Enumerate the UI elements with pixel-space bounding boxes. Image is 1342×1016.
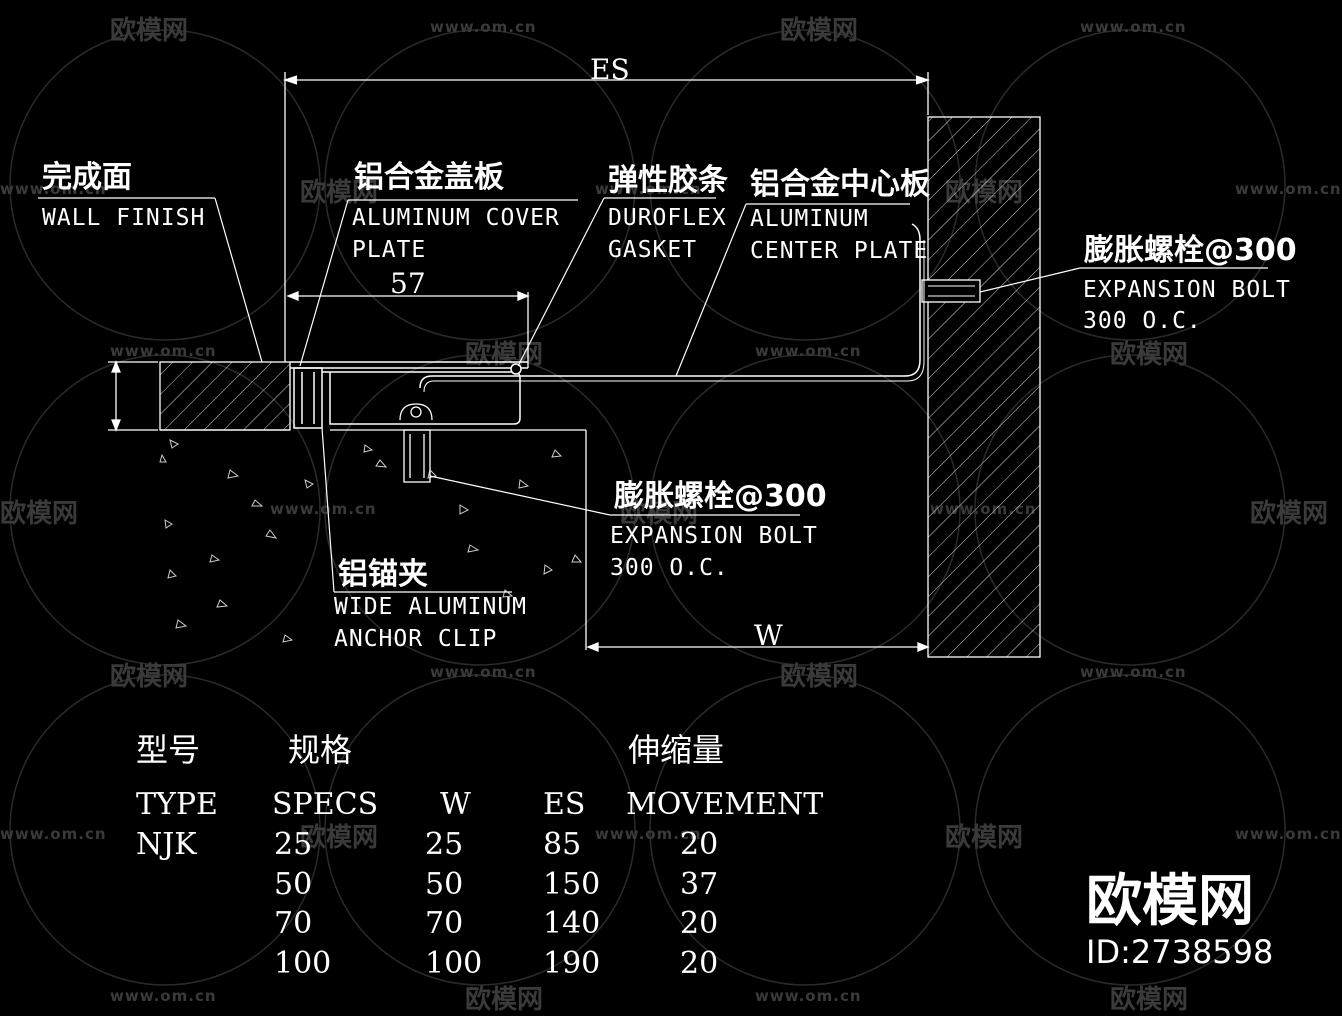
anchor-bolt-label-en-2: 300 O.C. bbox=[610, 555, 729, 581]
header-type: TYPE bbox=[136, 787, 218, 822]
watermark-circles bbox=[9, 29, 1286, 986]
center-plate-label-en-2: CENTER PLATE bbox=[750, 238, 929, 264]
watermark-logo: 欧模网 bbox=[945, 823, 1024, 853]
watermark-url: www.om.cn bbox=[0, 180, 107, 198]
watermark-url: www.om.cn bbox=[0, 825, 107, 843]
cover-plate-label-cn: 铝合金盖板 bbox=[354, 160, 504, 195]
wall-finish-label-en: WALL FINISH bbox=[42, 205, 206, 231]
watermark-logo: 欧模网 bbox=[465, 340, 544, 370]
watermark-url: www.om.cn bbox=[110, 987, 217, 1005]
watermark-url: www.om.cn bbox=[430, 663, 537, 681]
watermark-url: www.om.cn bbox=[1080, 18, 1187, 36]
header-es: ES bbox=[543, 787, 586, 822]
watermark-url: www.om.cn bbox=[1080, 663, 1187, 681]
cover-plate bbox=[290, 361, 528, 429]
wall-finish-label-cn: 完成面 bbox=[42, 160, 132, 195]
anchor-bolt-label-cn: 膨胀螺栓@300 bbox=[614, 479, 827, 514]
anchor-clip-label-en-2: ANCHOR CLIP bbox=[334, 626, 498, 652]
wall-finish-layer bbox=[159, 361, 291, 431]
table-cell-specs: 50 bbox=[274, 867, 313, 902]
table-cell-w: 50 bbox=[425, 867, 464, 902]
header-specs: SPECS bbox=[272, 787, 379, 822]
brand-id: ID:2738598 bbox=[1086, 933, 1274, 971]
watermark-logo: 欧模网 bbox=[465, 985, 544, 1015]
table-cell-w: 100 bbox=[425, 946, 483, 981]
structural-wall bbox=[927, 116, 1041, 658]
center-plate bbox=[419, 223, 921, 389]
cad-drawing: 欧模网 www.om.cn 欧模网 www.om.cn www.om.cn 欧模… bbox=[0, 16, 1341, 1015]
table-cell-es: 150 bbox=[543, 867, 601, 902]
anchor-clip-label-cn: 铝锚夹 bbox=[338, 557, 428, 592]
watermark-url: www.om.cn bbox=[595, 180, 702, 198]
anchor-bolt-label-en-1: EXPANSION BOLT bbox=[610, 523, 818, 549]
header-type-cn: 型号 bbox=[136, 731, 201, 769]
table-cell-es: 190 bbox=[543, 946, 601, 981]
watermark-url: www.om.cn bbox=[1235, 180, 1342, 198]
watermark-logo: 欧模网 bbox=[780, 662, 859, 692]
watermark-url: www.om.cn bbox=[430, 18, 537, 36]
watermark-url: www.om.cn bbox=[755, 987, 862, 1005]
gasket-label-cn: 弹性胶条 bbox=[608, 163, 728, 198]
es-dimension bbox=[282, 72, 931, 362]
watermark-url: www.om.cn bbox=[270, 500, 377, 518]
wall-bolt-label-en-2: 300 O.C. bbox=[1083, 308, 1202, 334]
watermark-url: www.om.cn bbox=[595, 825, 702, 843]
w-dimension-label: W bbox=[754, 619, 783, 652]
gasket-label-en-2: GASKET bbox=[608, 237, 698, 263]
cover-width-dimension bbox=[286, 291, 530, 368]
gasket-label-en-1: DUROFLEX bbox=[608, 205, 727, 231]
header-specs-cn: 规格 bbox=[288, 731, 353, 769]
wall-bolt-label-en-1: EXPANSION BOLT bbox=[1083, 277, 1291, 303]
es-dimension-label: ES bbox=[590, 53, 630, 86]
table-cell-es: 85 bbox=[543, 827, 582, 862]
watermark-logo: 欧模网 bbox=[780, 16, 859, 46]
watermark-logo: 欧模网 bbox=[620, 499, 699, 529]
table-cell-w: 25 bbox=[425, 827, 464, 862]
center-plate-label-cn: 铝合金中心板 bbox=[750, 167, 930, 202]
watermark-logo: 欧模网 bbox=[300, 823, 379, 853]
watermark-logo: 欧模网 bbox=[1110, 985, 1189, 1015]
table-cell-movement: 37 bbox=[680, 867, 719, 902]
leader-lines bbox=[38, 197, 1268, 593]
table-cell-specs: 70 bbox=[274, 906, 313, 941]
anchor-clip-label-en-1: WIDE ALUMINUM bbox=[334, 594, 528, 620]
wall-expansion-bolt bbox=[921, 279, 981, 303]
table-cell-movement: 20 bbox=[680, 906, 719, 941]
table-cell-specs: 25 bbox=[274, 827, 313, 862]
w-dimension bbox=[586, 642, 930, 652]
watermark-url: www.om.cn bbox=[1235, 825, 1342, 843]
table-cell-movement: 20 bbox=[680, 827, 719, 862]
table-cell-w: 70 bbox=[425, 906, 464, 941]
watermark-logo: 欧模网 bbox=[1110, 340, 1189, 370]
watermark-logo: 欧模网 bbox=[110, 16, 189, 46]
section-drawing bbox=[38, 72, 1268, 658]
gasket bbox=[510, 363, 522, 375]
header-movement: MOVEMENT bbox=[626, 787, 824, 822]
concrete-aggregate bbox=[159, 439, 583, 643]
header-w: W bbox=[440, 787, 471, 822]
cover-plate-label-en-2: PLATE bbox=[352, 237, 427, 263]
wall-bolt-label-cn: 膨胀螺栓@300 bbox=[1084, 233, 1297, 268]
table-cell-movement: 20 bbox=[680, 946, 719, 981]
anchor-expansion-bolt bbox=[399, 403, 433, 483]
cover-plate-label-en-1: ALUMINUM COVER bbox=[352, 205, 560, 231]
watermark-logo: 欧模网 bbox=[300, 178, 379, 208]
watermark-logo: 欧模网 bbox=[1250, 499, 1329, 529]
header-movement-cn: 伸缩量 bbox=[628, 731, 725, 769]
watermark-url: www.om.cn bbox=[755, 342, 862, 360]
concrete-substrate bbox=[160, 429, 587, 650]
watermark-url: www.om.cn bbox=[110, 342, 217, 360]
thickness-dimension bbox=[108, 360, 158, 432]
table-cell-es: 140 bbox=[543, 906, 601, 941]
watermark-logo: 欧模网 bbox=[0, 499, 79, 529]
cover-width-label: 57 bbox=[390, 267, 426, 300]
type-value: NJK bbox=[136, 827, 197, 862]
table-cell-specs: 100 bbox=[274, 946, 332, 981]
watermark-logo: 欧模网 bbox=[110, 662, 189, 692]
center-plate-label-en-1: ALUMINUM bbox=[750, 206, 869, 232]
brand-logo: 欧模网 bbox=[1086, 869, 1254, 934]
